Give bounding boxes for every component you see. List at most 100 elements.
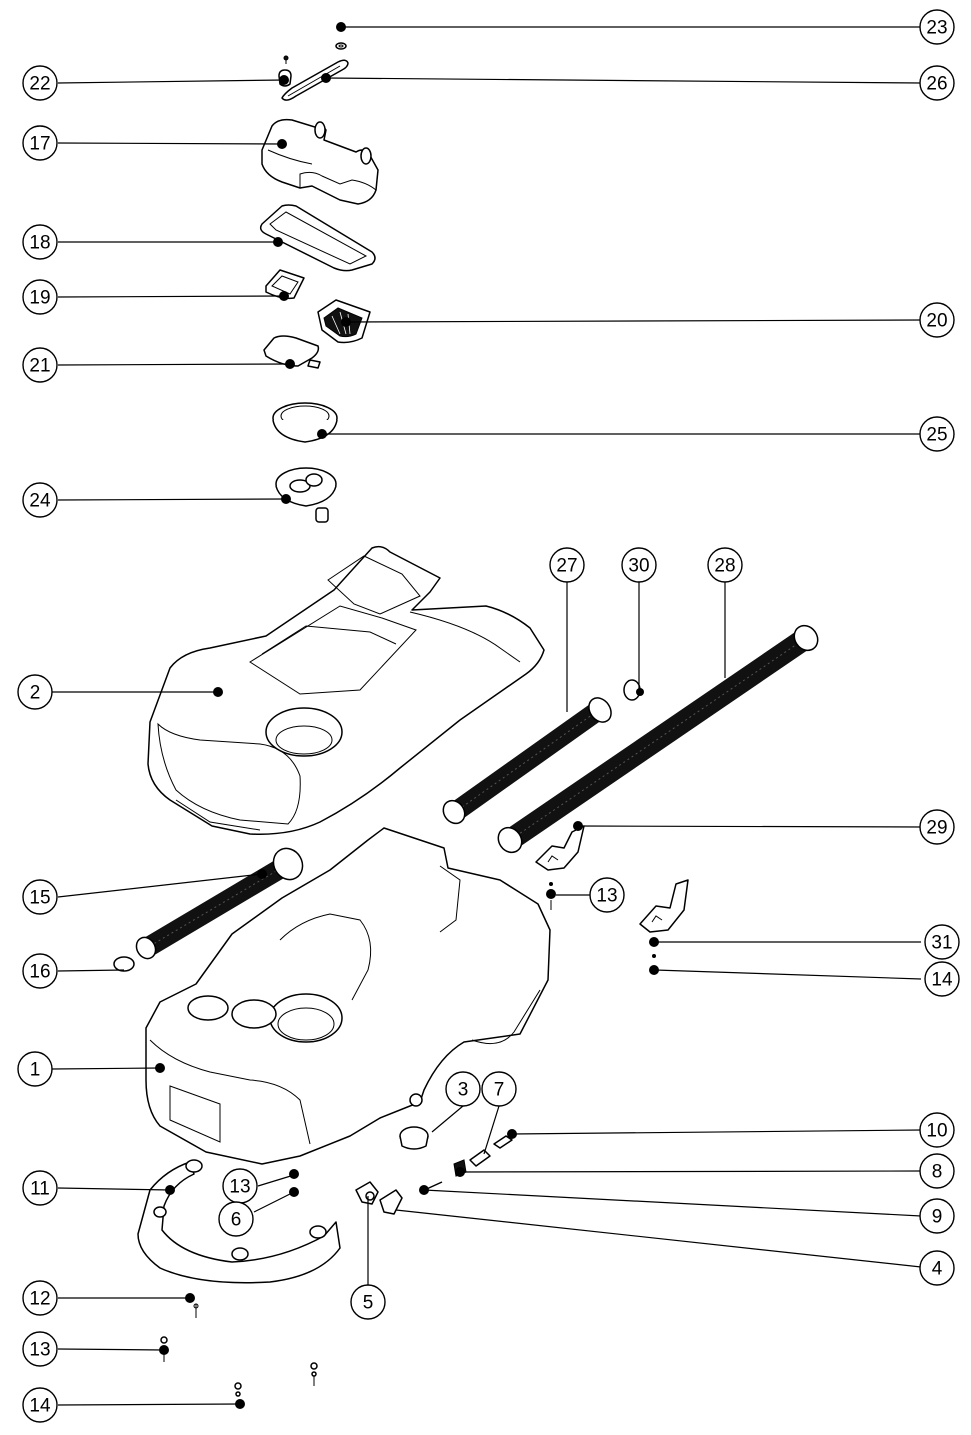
callout-label: 30 <box>628 556 649 577</box>
part-27-short-hose <box>442 697 612 825</box>
callout-31: 31 <box>924 924 960 960</box>
callout-label: 19 <box>29 288 50 309</box>
leader-13c <box>57 1348 165 1351</box>
callout-label: 27 <box>556 556 577 577</box>
callout-circle <box>924 961 960 997</box>
callout-label: 25 <box>926 425 947 446</box>
dot-19 <box>279 291 289 301</box>
part-7-valve <box>469 1149 491 1167</box>
part-21-cover <box>263 335 321 369</box>
dot-2 <box>213 687 223 697</box>
callout-1: 1 <box>17 1051 53 1087</box>
part-31-bracket <box>639 879 689 933</box>
dot-22 <box>279 75 289 85</box>
callout-29: 29 <box>919 809 955 845</box>
leader-1 <box>51 1067 161 1070</box>
callout-circle <box>919 302 955 338</box>
dot-1 <box>155 1063 165 1073</box>
callout-circle <box>350 1284 386 1320</box>
dot-26 <box>321 73 331 83</box>
callout-2: 2 <box>17 674 53 710</box>
part-13-right-screws <box>546 882 556 910</box>
callout-16: 16 <box>22 953 58 989</box>
dot-24 <box>281 494 291 504</box>
callout-circle <box>924 924 960 960</box>
callout-label: 22 <box>29 74 50 95</box>
callout-circle <box>22 347 58 383</box>
callout-label: 28 <box>714 556 735 577</box>
leader-20 <box>345 319 922 323</box>
callout-label: 8 <box>932 1162 943 1183</box>
leader-14b <box>57 1403 241 1406</box>
callout-circle <box>919 1112 955 1148</box>
callout-14: 14 <box>22 1387 58 1423</box>
callout-11: 11 <box>22 1170 58 1206</box>
leader-9 <box>423 1189 922 1217</box>
leader-29 <box>577 825 922 828</box>
callout-19: 19 <box>22 279 58 315</box>
callout-label: 4 <box>932 1259 943 1280</box>
callout-label: 3 <box>458 1080 469 1101</box>
callout-7: 7 <box>481 1071 517 1107</box>
dot-17 <box>277 139 287 149</box>
callout-6: 6 <box>218 1201 254 1237</box>
part-16-clamp <box>113 956 135 972</box>
callout-circle <box>549 547 585 583</box>
callout-circle <box>17 674 53 710</box>
leader-16 <box>57 969 125 972</box>
callout-circle <box>919 416 955 452</box>
callout-circle <box>589 877 625 913</box>
callout-label: 24 <box>29 491 51 512</box>
leader-17 <box>57 142 283 145</box>
dot-15 <box>257 869 267 879</box>
callout-label: 17 <box>29 134 50 155</box>
part-12-screw <box>185 1293 199 1318</box>
leader-11 <box>57 1187 171 1191</box>
dot-21 <box>285 359 295 369</box>
callout-label: 12 <box>29 1289 50 1310</box>
part-28-long-hose <box>497 624 819 854</box>
callout-circle <box>218 1201 254 1237</box>
callout-circle <box>22 1331 58 1367</box>
dot-11 <box>165 1185 175 1195</box>
callout-17: 17 <box>22 125 58 161</box>
leader-21 <box>57 363 291 366</box>
dot-20 <box>341 317 351 327</box>
leader-22 <box>57 79 285 84</box>
part-14-screw-lower <box>234 1382 245 1409</box>
callout-22: 22 <box>22 65 58 101</box>
dot-8 <box>455 1167 465 1177</box>
callout-label: 1 <box>30 1060 41 1081</box>
part-18-gasket <box>259 204 376 272</box>
callout-circle <box>22 65 58 101</box>
callout-10: 10 <box>919 1112 955 1148</box>
callout-27: 27 <box>549 547 585 583</box>
callout-circle <box>22 1170 58 1206</box>
callout-circle <box>17 1051 53 1087</box>
callout-9: 9 <box>919 1198 955 1234</box>
callout-label: 10 <box>926 1121 947 1142</box>
leader-dots <box>155 22 583 1195</box>
callout-23: 23 <box>919 9 955 45</box>
leader-13b <box>257 1174 295 1187</box>
part-26-strap <box>281 59 349 101</box>
leader-19 <box>57 295 285 298</box>
part-4-clip <box>379 1189 403 1215</box>
part-extra-screw <box>310 1362 318 1386</box>
callout-circle <box>919 9 955 45</box>
callout-circle <box>22 482 58 518</box>
leader-26 <box>325 77 922 84</box>
leader-lines <box>51 26 922 1406</box>
leader-8 <box>459 1170 922 1173</box>
leader-10 <box>511 1129 922 1135</box>
callout-label: 6 <box>231 1210 242 1231</box>
callout-label: 18 <box>29 233 50 254</box>
callout-circle <box>919 1250 955 1286</box>
callout-circle <box>22 1387 58 1423</box>
callout-label: 2 <box>30 683 41 704</box>
callout-circle <box>22 1280 58 1316</box>
callout-26: 26 <box>919 65 955 101</box>
callout-circle <box>22 953 58 989</box>
callout-circle <box>919 1153 955 1189</box>
